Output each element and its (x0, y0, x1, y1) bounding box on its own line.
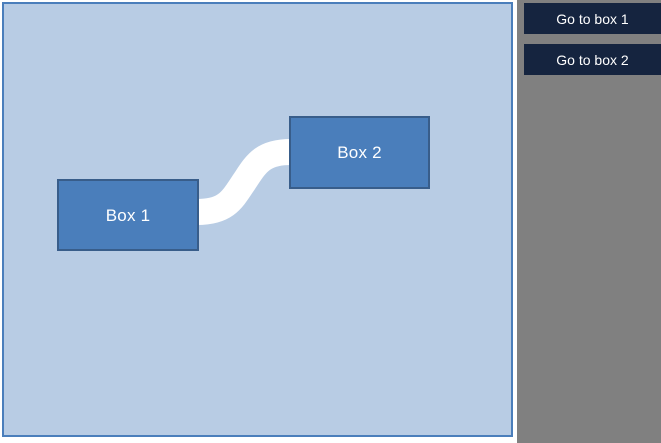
diagram-canvas[interactable]: Box 1 Box 2 (2, 2, 513, 437)
s-curve-connector-icon (196, 139, 292, 225)
flow-box-1[interactable]: Box 1 (57, 179, 199, 251)
flow-box-2-label: Box 2 (337, 143, 382, 162)
go-to-box-2-button[interactable]: Go to box 2 (524, 44, 661, 75)
side-panel: Go to box 1 Go to box 2 (517, 0, 661, 443)
flow-box-1-label: Box 1 (105, 205, 151, 225)
flow-box-2[interactable]: Box 2 (289, 116, 430, 189)
go-to-box-1-button[interactable]: Go to box 1 (524, 3, 661, 34)
